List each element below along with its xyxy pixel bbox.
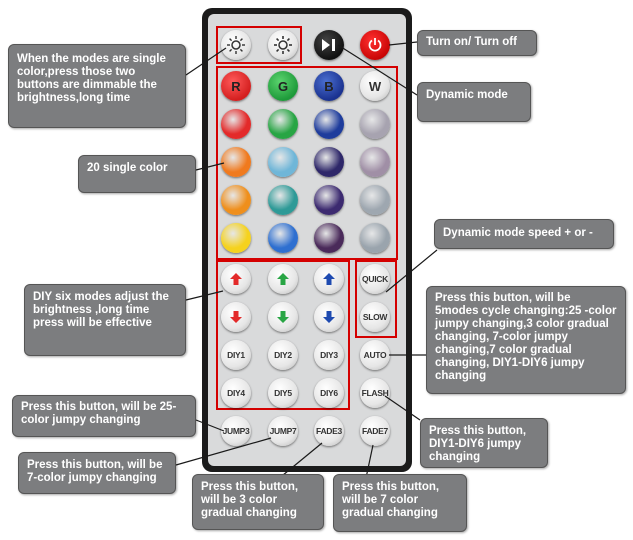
flash-button[interactable]: FLASH	[360, 378, 390, 408]
green-down-button[interactable]	[268, 302, 298, 332]
color-swatch-button[interactable]	[221, 223, 251, 253]
color-swatch-button[interactable]	[268, 109, 298, 139]
power-icon	[368, 38, 382, 52]
diy6-button[interactable]: DIY6	[314, 378, 344, 408]
brightness-up-button[interactable]	[268, 30, 298, 60]
arrow-down-icon	[277, 311, 289, 323]
brightness-down-button[interactable]	[221, 30, 251, 60]
fade3-button[interactable]: FADE3	[314, 416, 344, 446]
auto-button[interactable]: AUTO	[360, 340, 390, 370]
brightness-buttons-highlight	[216, 26, 302, 64]
color-swatch-button[interactable]	[314, 223, 344, 253]
color-swatch-button[interactable]	[360, 109, 390, 139]
diy5-button[interactable]: DIY5	[268, 378, 298, 408]
arrow-down-icon	[230, 311, 242, 323]
callout-fade3: Press this button, will be 3 color gradu…	[192, 474, 324, 530]
red-up-button[interactable]	[221, 264, 251, 294]
callout-auto: Press this button, will be 5modes cycle …	[426, 286, 626, 394]
callout-diy-modes: DIY six modes adjust the brightness ,lon…	[24, 284, 186, 356]
color-swatch-button[interactable]	[221, 185, 251, 215]
callout-single-color: 20 single color	[78, 155, 196, 193]
arrow-up-icon	[323, 273, 335, 285]
color-swatch-button[interactable]	[360, 223, 390, 253]
color-swatch-button[interactable]	[360, 185, 390, 215]
color-button-blue[interactable]: B	[314, 71, 344, 101]
arrow-up-icon	[230, 273, 242, 285]
quick-button[interactable]: QUICK	[360, 264, 390, 294]
color-swatch-button[interactable]	[268, 185, 298, 215]
slow-button[interactable]: SLOW	[360, 302, 390, 332]
red-down-button[interactable]	[221, 302, 251, 332]
sun-bright-icon	[274, 36, 292, 54]
color-swatch-button[interactable]	[221, 147, 251, 177]
color-swatch-button[interactable]	[314, 147, 344, 177]
color-button-red[interactable]: R	[221, 71, 251, 101]
blue-up-button[interactable]	[314, 264, 344, 294]
diy4-button[interactable]: DIY4	[221, 378, 251, 408]
callout-fade7: Press this button, will be 7 color gradu…	[333, 474, 467, 532]
callout-speed: Dynamic mode speed + or -	[434, 219, 614, 249]
color-swatch-button[interactable]	[268, 147, 298, 177]
jump7-button[interactable]: JUMP7	[268, 416, 298, 446]
color-swatch-button[interactable]	[360, 147, 390, 177]
color-swatch-button[interactable]	[221, 109, 251, 139]
fade7-button[interactable]: FADE7	[360, 416, 390, 446]
diy3-button[interactable]: DIY3	[314, 340, 344, 370]
play-pause-icon	[322, 39, 335, 51]
diy-section-highlight	[216, 260, 350, 410]
speed-buttons-highlight	[355, 260, 397, 338]
jump3-button[interactable]: JUMP3	[221, 416, 251, 446]
callout-flash: Press this button, DIY1-DIY6 jumpy chang…	[420, 418, 548, 468]
callout-brightness: When the modes are single color,press th…	[8, 44, 186, 128]
callout-jump3: Press this button, will be 25-color jump…	[12, 395, 196, 437]
callout-jump7: Press this button, will be 7-color jumpy…	[18, 452, 176, 494]
single-color-highlight	[216, 66, 398, 260]
color-button-green[interactable]: G	[268, 71, 298, 101]
color-swatch-button[interactable]	[314, 109, 344, 139]
sun-dim-icon	[227, 36, 245, 54]
diy1-button[interactable]: DIY1	[221, 340, 251, 370]
color-swatch-button[interactable]	[314, 185, 344, 215]
color-button-white[interactable]: W	[360, 71, 390, 101]
power-button[interactable]	[360, 30, 390, 60]
blue-down-button[interactable]	[314, 302, 344, 332]
arrow-up-icon	[277, 273, 289, 285]
arrow-down-icon	[323, 311, 335, 323]
color-swatch-button[interactable]	[268, 223, 298, 253]
green-up-button[interactable]	[268, 264, 298, 294]
callout-dynamic-mode: Dynamic mode	[417, 82, 531, 122]
callout-power: Turn on/ Turn off	[417, 30, 537, 56]
diy2-button[interactable]: DIY2	[268, 340, 298, 370]
